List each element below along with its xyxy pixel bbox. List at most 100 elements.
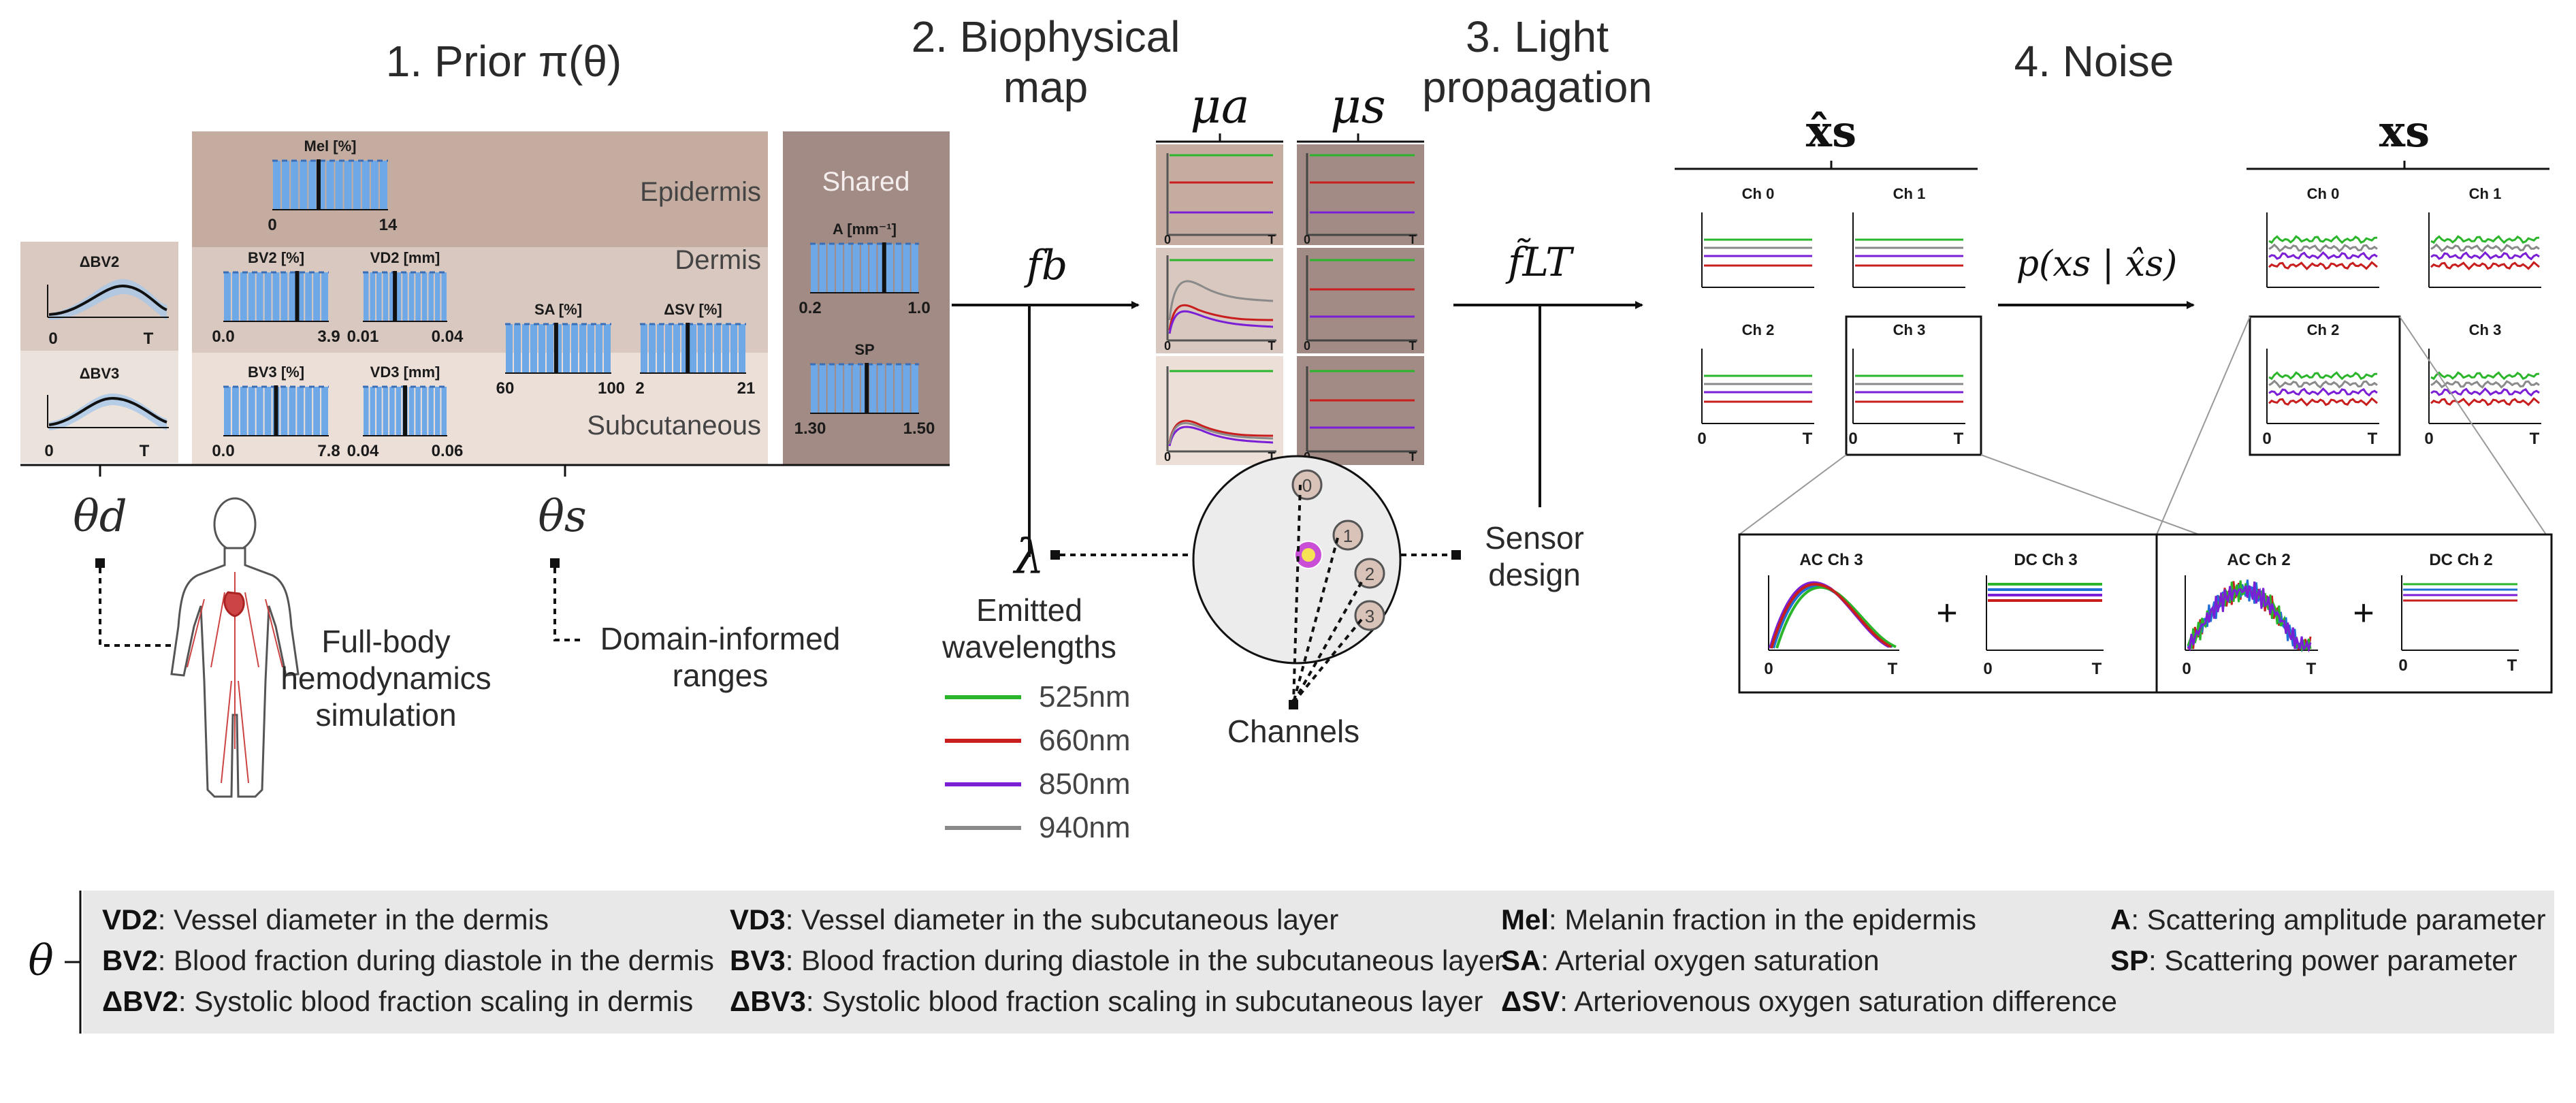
histogram-bar [895, 244, 902, 293]
step-2-title-line1: 2. Biophysical [912, 12, 1180, 61]
histogram-bar [376, 272, 382, 321]
histogram-bar [379, 161, 387, 210]
histogram-label-sp: SP [854, 341, 874, 358]
x-ch2-axis0: 0 [2262, 430, 2271, 448]
xhat-ch2-title: Ch 2 [1742, 321, 1775, 338]
glossary-box: θ VD2: Vessel diameter in the dermisBV2:… [28, 891, 2554, 1034]
histogram-bar [364, 272, 369, 321]
prior-panel: Epidermis Dermis Subcutaneous Shared ΔBV… [20, 131, 950, 798]
histogram-label-a: A [mm⁻¹] [833, 221, 897, 238]
step-2-title-line2: map [1003, 63, 1089, 112]
dbv3-axis-T: T [140, 442, 150, 460]
detector-3: 3 [1365, 606, 1374, 626]
histogram-bar [649, 324, 656, 373]
histogram-bar [421, 272, 428, 321]
xhat-ch0-title: Ch 0 [1742, 185, 1775, 202]
histogram-bar [690, 324, 696, 373]
mua-axisT-2: T [1268, 339, 1276, 353]
ac-right-axisT: T [2306, 660, 2317, 678]
glossary-item: SA: Arterial oxygen saturation [1501, 944, 1880, 976]
mu-a-label: μa [1190, 78, 1249, 134]
dbv2-label: ΔBV2 [80, 253, 120, 270]
sensor-diagram: 0 1 2 3 Channels [1192, 455, 1461, 749]
histogram-bar [911, 244, 918, 293]
histogram-bar [641, 324, 647, 373]
xhat-ch3-highlight [1845, 315, 1982, 456]
sensor-line2: design [1488, 557, 1581, 592]
histogram-bar [428, 272, 434, 321]
histogram-bar [280, 272, 288, 321]
step-4-title: 4. Noise [2014, 37, 2174, 86]
xhat-ch3-axis0: 0 [1848, 430, 1857, 448]
mua-axis0-1: 0 [1164, 233, 1171, 246]
mua-axis0-2: 0 [1164, 339, 1171, 353]
mua-axis0-3: 0 [1164, 450, 1171, 464]
domain-line2: ranges [673, 658, 769, 693]
histogram-bar [514, 324, 521, 373]
histogram-bar [722, 324, 729, 373]
x-ch3-title: Ch 3 [2469, 321, 2502, 338]
histogram-bar [224, 387, 231, 436]
human-body-icon [170, 497, 300, 798]
histogram-label-sa: SA [%] [534, 301, 582, 318]
histogram-bar [530, 324, 537, 373]
histogram-bar [441, 387, 447, 436]
histogram-bar [869, 364, 877, 413]
histogram-bar [739, 324, 745, 373]
histogram-bar [571, 324, 578, 373]
histogram-bar [555, 324, 562, 373]
histogram-bar [280, 387, 288, 436]
glossary-item: SP: Scattering power parameter [2110, 944, 2517, 976]
x-ch1-title: Ch 1 [2469, 185, 2502, 202]
histogram-bar [878, 244, 885, 293]
histogram-bar [264, 272, 272, 321]
x-ch0-title: Ch 0 [2307, 185, 2340, 202]
x-ch2-title: Ch 2 [2307, 321, 2340, 338]
histogram-bar [506, 324, 513, 373]
mu-s-label: μs [1330, 78, 1385, 134]
histogram-bar [819, 364, 826, 413]
histogram-bar [361, 161, 370, 210]
histogram-bar [313, 272, 321, 321]
mus-axis0-2: 0 [1304, 339, 1310, 353]
step-1-title: 1. Prior π(θ) [386, 37, 622, 86]
histogram-bar [389, 272, 395, 321]
legend-item: 850nm [1039, 767, 1131, 801]
dc-right-label: DC Ch 2 [2429, 551, 2492, 569]
histogram-bar [587, 324, 594, 373]
emitted-line1: Emitted [976, 592, 1082, 628]
mua-axisT-1: T [1268, 233, 1276, 246]
histogram-bar [434, 387, 440, 436]
ac-right-label: AC Ch 2 [2227, 551, 2290, 569]
glossary-item: ΔSV: Arteriovenous oxygen saturation dif… [1501, 985, 2117, 1017]
histogram-bar [428, 387, 434, 436]
histogram-bar [256, 272, 263, 321]
histogram-bar [596, 324, 602, 373]
histogram-bar [383, 272, 389, 321]
histogram-bar [878, 364, 885, 413]
mus-axis0-1: 0 [1304, 233, 1310, 246]
histogram-label-bv2: BV2 [%] [248, 249, 304, 266]
histogram-bar [335, 161, 343, 210]
xhat-ch2-axis0: 0 [1697, 430, 1706, 448]
xhat-label: x̂s [1806, 106, 1856, 157]
histogram-hi-vd3: 0.06 [432, 442, 464, 460]
dbv3-plot [47, 394, 169, 430]
histogram-lo-sa: 60 [496, 379, 515, 398]
dbv3-axis-0: 0 [44, 442, 53, 460]
full-body-line1: Full-body [321, 624, 450, 659]
detector-1: 1 [1343, 526, 1353, 546]
dc-right-axisT: T [2507, 656, 2517, 675]
shared-label: Shared [822, 167, 910, 197]
mus-axisT-1: T [1409, 233, 1417, 246]
histogram-bar [903, 364, 910, 413]
